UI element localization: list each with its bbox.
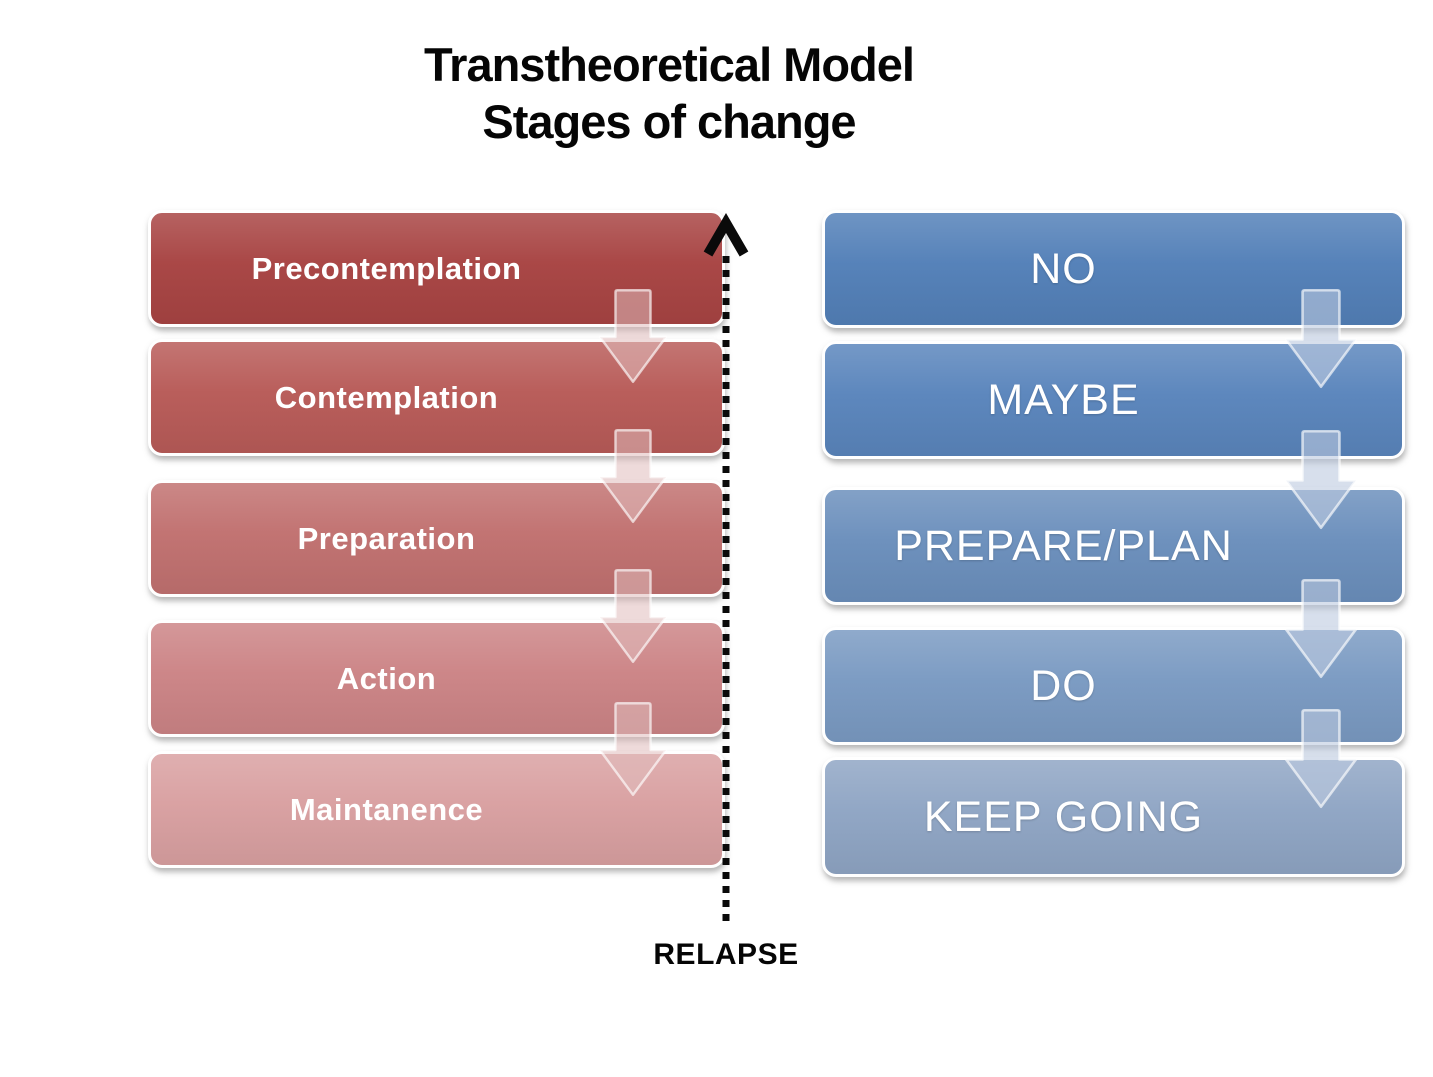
answer-label: MAYBE xyxy=(987,375,1140,424)
down-arrow-icon xyxy=(598,569,668,664)
answer-label: PREPARE/PLAN xyxy=(894,521,1233,570)
down-arrow-icon xyxy=(1284,288,1358,388)
relapse-up-arrow-icon xyxy=(703,213,749,924)
stage-label: Contemplation xyxy=(274,379,499,415)
stage-box-precontemplation: Precontemplation xyxy=(148,210,725,327)
answer-label: DO xyxy=(1030,661,1097,710)
answer-label: NO xyxy=(1030,244,1097,293)
title-line-1: Transtheoretical Model xyxy=(424,38,915,91)
answer-label: KEEP GOING xyxy=(923,792,1204,841)
down-arrow-icon xyxy=(598,289,668,384)
answer-box-keep-going: KEEP GOING xyxy=(822,757,1405,877)
stage-label: Precontemplation xyxy=(251,250,522,286)
stage-label: Maintanence xyxy=(289,791,484,827)
stage-label: Preparation xyxy=(297,520,476,556)
down-arrow-icon xyxy=(1284,708,1358,808)
down-arrow-icon xyxy=(598,702,668,797)
answer-box-no: NO xyxy=(822,210,1405,328)
stage-label: Action xyxy=(336,660,437,696)
title-line-2: Stages of change xyxy=(482,95,856,148)
down-arrow-icon xyxy=(598,429,668,524)
relapse-label: RELAPSE xyxy=(653,938,799,971)
down-arrow-icon xyxy=(1284,429,1358,529)
page-title: Transtheoretical Model Stages of change xyxy=(0,36,1338,150)
down-arrow-icon xyxy=(1284,578,1358,678)
